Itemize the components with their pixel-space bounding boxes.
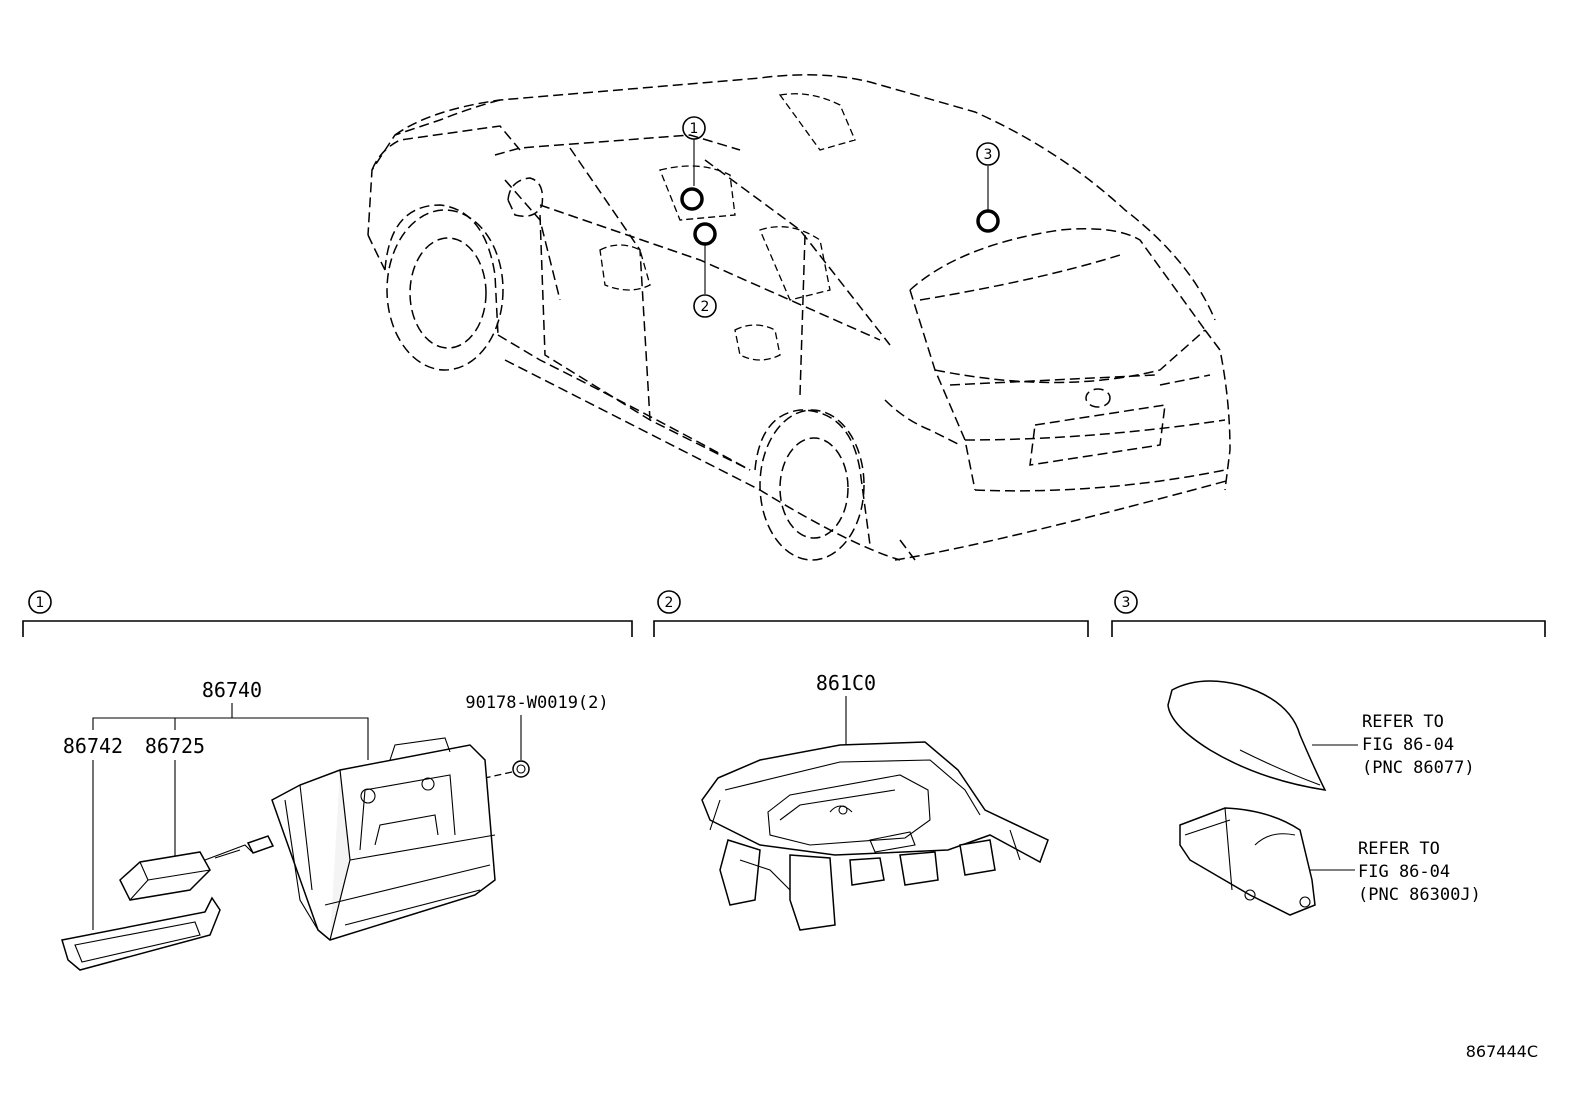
section-3-number: 3 bbox=[1122, 595, 1131, 611]
section-1-parts: 86740 86742 86725 90178-W0019(2) bbox=[61, 678, 609, 971]
part-label-86740: 86740 bbox=[202, 678, 262, 702]
part-label-861c0: 861C0 bbox=[816, 671, 876, 695]
section-1-number: 1 bbox=[36, 595, 45, 611]
callout-3-number: 3 bbox=[984, 147, 993, 163]
diagram-code: 867444C bbox=[1466, 1042, 1538, 1061]
ref-2-line3: (PNC 86300J) bbox=[1358, 885, 1481, 905]
bolt-90178 bbox=[512, 760, 530, 778]
cover-86742 bbox=[61, 896, 221, 971]
module-86725 bbox=[119, 835, 275, 901]
callout-1: 1 bbox=[680, 116, 706, 211]
part-label-86742: 86742 bbox=[63, 734, 123, 758]
section-3-header: 3 bbox=[1111, 590, 1546, 637]
callout-2: 2 bbox=[693, 222, 717, 318]
section-2-number: 2 bbox=[665, 595, 674, 611]
ref-1-line1: REFER TO bbox=[1362, 712, 1444, 732]
ref-2-line1: REFER TO bbox=[1358, 839, 1440, 859]
section-1-header: 1 bbox=[22, 590, 633, 637]
vehicle-illustration bbox=[367, 74, 1231, 561]
location-marker-1 bbox=[680, 187, 704, 211]
callout-1-number: 1 bbox=[690, 121, 699, 137]
antenna-cover-86077 bbox=[1167, 680, 1327, 791]
section-2-header: 2 bbox=[653, 590, 1089, 637]
wireless-charger-861c0 bbox=[701, 741, 1049, 931]
ref-1-line3: (PNC 86077) bbox=[1362, 758, 1475, 778]
part-label-86725: 86725 bbox=[145, 734, 205, 758]
ref-1-line2: FIG 86-04 bbox=[1362, 735, 1454, 755]
location-marker-3 bbox=[976, 209, 1000, 233]
module-86740 bbox=[271, 737, 496, 941]
ref-2-line2: FIG 86-04 bbox=[1358, 862, 1450, 882]
section-2-parts: 861C0 bbox=[701, 671, 1049, 931]
callout-3: 3 bbox=[976, 142, 1000, 233]
antenna-base-86300j bbox=[1179, 807, 1316, 916]
ref-1: REFER TO FIG 86-04 (PNC 86077) bbox=[1362, 712, 1475, 778]
ref-2: REFER TO FIG 86-04 (PNC 86300J) bbox=[1358, 839, 1481, 905]
location-marker-2 bbox=[693, 222, 717, 246]
section-3-parts: REFER TO FIG 86-04 (PNC 86077) REFER TO … bbox=[1167, 680, 1481, 916]
callout-2-number: 2 bbox=[701, 299, 710, 315]
part-label-90178-w0019: 90178-W0019(2) bbox=[465, 693, 608, 713]
